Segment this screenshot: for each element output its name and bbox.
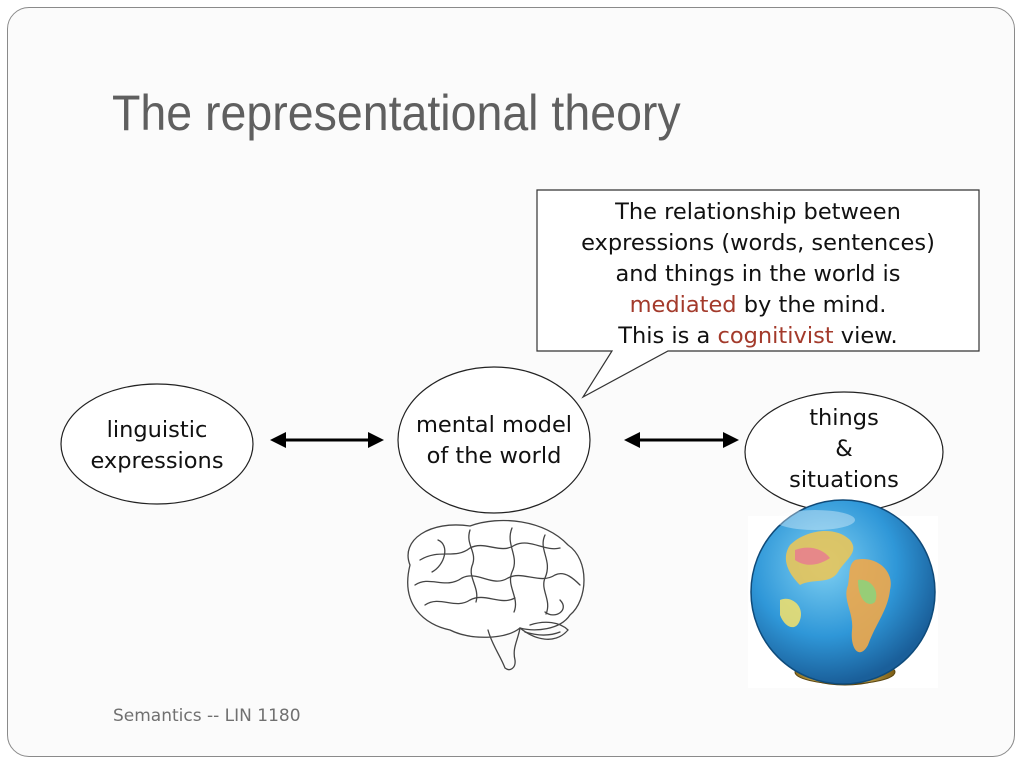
callout-line: expressions (words, sentences)	[581, 230, 935, 256]
callout-line: The relationship between	[615, 199, 901, 225]
callout-line: mediated by the mind.	[537, 290, 979, 321]
brain-icon	[407, 519, 585, 671]
globe-icon	[748, 499, 938, 688]
callout-text: The relationship between expressions (wo…	[537, 197, 979, 352]
footer-text: Semantics -- LIN 1180	[113, 706, 301, 726]
node-label-line: things	[809, 405, 879, 431]
double-arrow-left	[270, 432, 384, 448]
accent-mediated: mediated	[629, 292, 737, 318]
node-label-line: mental model	[415, 412, 573, 438]
callout-bubble	[536, 189, 980, 399]
double-arrow-right	[624, 432, 739, 448]
callout-fragment: view.	[833, 323, 898, 349]
accent-cognitivist: cognitivist	[717, 323, 834, 349]
node-label-line: &	[835, 436, 853, 462]
node-label-line: situations	[789, 467, 899, 493]
callout-fragment: This is a	[618, 323, 718, 349]
node-mental-ellipse	[397, 366, 591, 514]
node-label-line: expressions	[90, 448, 224, 474]
node-mental-label: mental model of the world	[398, 410, 590, 472]
node-label-line: of the world	[426, 443, 562, 469]
callout-line: This is a cognitivist view.	[537, 321, 979, 352]
callout-line: and things in the world is	[615, 261, 901, 287]
node-linguistic-label: linguistic expressions	[61, 415, 253, 477]
node-linguistic-ellipse	[60, 383, 254, 505]
page-title: The representational theory	[112, 85, 681, 141]
node-label-line: linguistic	[106, 417, 208, 443]
node-things-label: things & situations	[745, 403, 943, 496]
callout-fragment: by the mind.	[736, 292, 887, 318]
